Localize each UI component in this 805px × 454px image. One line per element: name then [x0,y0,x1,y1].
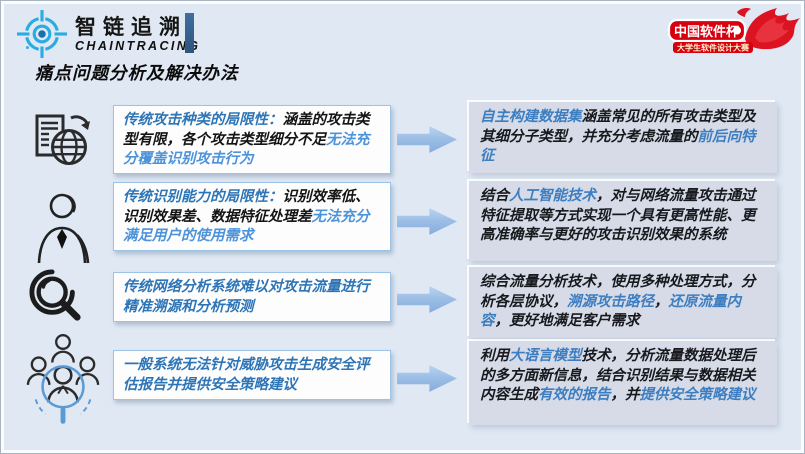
crosshair-target-icon [17,10,67,58]
solution-text-segment: 涵盖常见的所有攻击类型及其细分子类型，并充分考虑流量的 [480,109,756,145]
solution-text-segment: 提供安全策略建议 [639,387,756,403]
problem-text-segment: 传统识别能力的局限性： [123,189,283,205]
problem-text-segment: 传统攻击种类的局限性： [123,112,283,128]
solution-text-segment: 结合 [480,188,509,204]
solution-text-segment: 综合流量分析技术，使用多种处理方式，分析各层协议， [480,274,756,310]
badge-subtitle: 大学生软件设计大赛 [677,43,750,53]
person-icon [37,193,90,264]
solution-box-4: 利用大语言模型技术，分析流量数据处理后的多方面新信息，结合识别结果与数据相关内容… [469,341,777,425]
competition-badge: 中国软件杯 大学生软件设计大赛 [667,8,800,53]
solution-box-2: 结合人工智能技术，对与网络流量攻击通过特征提取等方式实现一个具有更高性能、更高准… [469,181,777,261]
right-arrow-icon [397,286,457,313]
solution-box-3: 综合流量分析技术，使用多种处理方式，分析各层协议，溯源攻击路径，还原流量内容，更… [469,267,777,338]
solution-text-segment: 大语言模型 [509,348,582,364]
solution-text-segment: ，并 [610,387,640,403]
brand-subname: CHAINTRACING [75,38,201,53]
solution-text-segment: ，对与网络流量攻击通过特征提取等方式实现一个具有更高性能、更高准确率与更好的攻击… [480,188,756,243]
solution-text-segment: 自主构建数据集 [480,109,582,125]
brand-logo: 智链追溯 CHAINTRACING [17,9,200,59]
solution-text-segment: ，更好地满足客户需求 [494,313,640,329]
solution-text-segment: 利用 [480,348,509,364]
problem-text-segment: 传统网络分析系统难以对攻击流量进行精准溯源和分析预测 [123,279,370,315]
solution-box-1: 自主构建数据集涵盖常见的所有攻击类型及其细分子类型，并充分考虑流量的前后向特征 [469,102,777,173]
problem-text-segment: 识别效率低、识别效果差、数据特征处理差 [123,189,370,225]
solution-text-segment: 人工智能技术 [509,188,596,204]
page-title: 痛点问题分析及解决办法 [35,63,239,83]
solution-text-segment: 还原流量内容 [480,293,741,330]
problem-text-segment: 涵盖的攻击类型有限，各个攻击类型细分不足 [123,112,370,148]
solution-text-segment: ， [654,293,669,310]
right-arrow-icon [397,126,457,153]
problem-box-2: 传统识别能力的局限性：识别效率低、识别效果差、数据特征处理差无法充分满足用户的使… [113,182,391,251]
problem-box-4: 一般系统无法针对威胁攻击生成安全评估报告并提供安全策略建议 [113,350,391,400]
problem-box-3: 传统网络分析系统难以对攻击流量进行精准溯源和分析预测 [113,272,391,322]
solution-text-segment: 溯源攻击路径 [567,293,654,310]
solution-text-segment: 有效的报告 [538,387,611,403]
magnifier-icon [29,269,81,321]
solution-text-segment: 技术，分析流量数据处理后的多方面新信息，结合识别结果与数据相关内容生成 [480,348,756,403]
badge-title: 中国软件杯 [674,24,740,39]
brand-accent-bar [185,13,194,53]
solution-text-segment: 前后向特征 [480,128,756,165]
problem-text-segment: 无法充分覆盖识别攻击行为 [123,131,370,168]
problem-text-segment: 一般系统无法针对威胁攻击生成安全评估报告并提供安全策略建议 [123,357,370,393]
problem-text-segment: 无法充分满足用户的使用需求 [123,208,370,245]
document-globe-icon [35,114,90,165]
brand-text: 智链追溯 CHAINTRACING [75,16,200,53]
problem-box-1: 传统攻击种类的局限性：涵盖的攻击类型有限，各个攻击类型细分不足无法充分覆盖识别攻… [113,105,391,174]
right-arrow-icon [397,208,457,235]
right-arrow-icon [397,365,457,392]
flame-icon [737,8,800,50]
team-search-icon [26,334,100,424]
brand-name: 智链追溯 [75,15,187,39]
